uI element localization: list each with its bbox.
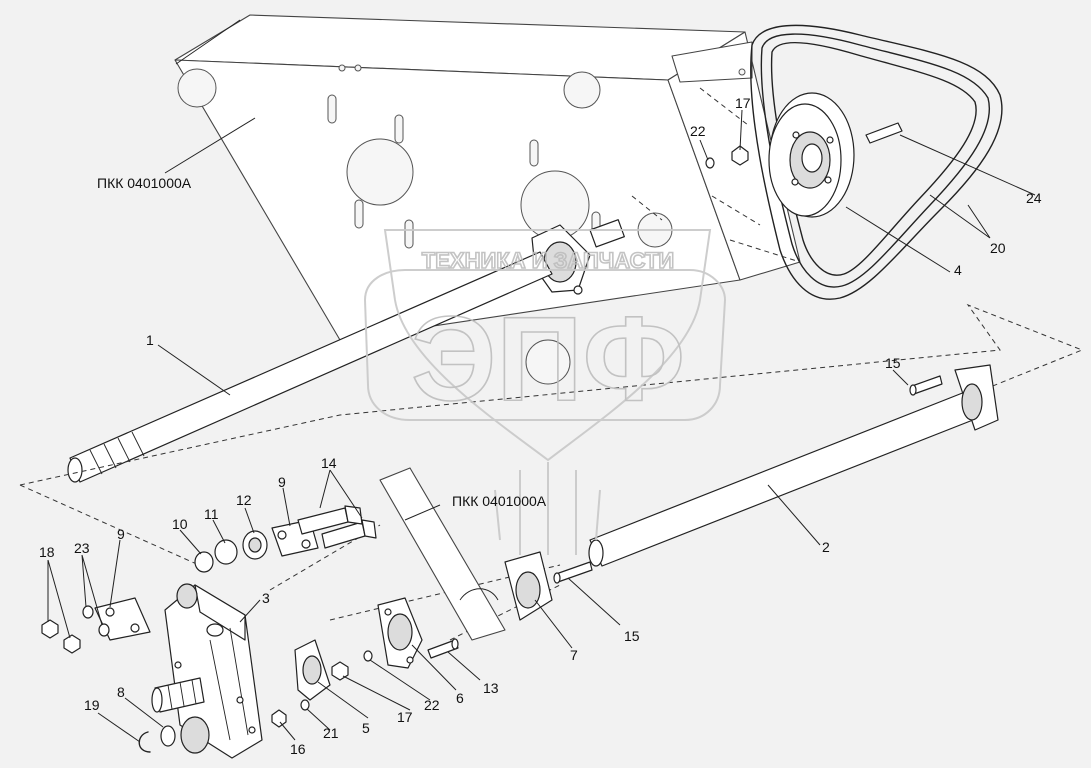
- nuts-18-washers-23: [41, 605, 110, 654]
- callout-11: 11: [204, 506, 219, 522]
- callout-13: 13: [483, 680, 499, 696]
- leader-lines: [47, 109, 1036, 743]
- callout-14: 14: [321, 455, 337, 471]
- callout-9-left: 9: [117, 526, 125, 542]
- retaining-ring-19: [138, 725, 176, 753]
- labels: ПКК 0401000А ПКК 0401000А 1 2 3 4 5 6 7 …: [39, 95, 1042, 757]
- callout-3: 3: [262, 590, 270, 606]
- assembly-label-frame-bottom: ПКК 0401000А: [452, 493, 547, 509]
- callout-17-top: 17: [735, 95, 751, 111]
- callout-8: 8: [117, 684, 125, 700]
- callout-23: 23: [74, 540, 90, 556]
- bolt-15-left: [553, 561, 593, 584]
- callout-5: 5: [362, 720, 370, 736]
- callout-10: 10: [172, 516, 188, 532]
- callout-6: 6: [456, 690, 464, 706]
- input-shaft-gearbox: [151, 677, 205, 713]
- callout-4: 4: [954, 262, 962, 278]
- callout-17-bottom: 17: [397, 709, 413, 725]
- callout-21: 21: [323, 725, 339, 741]
- callout-19: 19: [84, 697, 100, 713]
- callout-16: 16: [290, 741, 306, 757]
- gearbox-3: [164, 583, 263, 759]
- bushings-10-11-12: [194, 530, 268, 573]
- callout-18: 18: [39, 544, 55, 560]
- callout-24: 24: [1026, 190, 1042, 206]
- flange-7: [504, 551, 553, 621]
- bearing-6: [377, 597, 423, 669]
- bolt-13: [427, 638, 459, 659]
- frame-brace: [379, 467, 506, 641]
- small-nuts-washers: [271, 650, 373, 728]
- bolt-15-right: [909, 375, 943, 396]
- callout-2: 2: [822, 539, 830, 555]
- watermark-tagline: ТЕХНИКА И ЗАПЧАСТИ: [422, 248, 674, 273]
- v-belts-20: [750, 24, 1003, 300]
- callout-22-top: 22: [690, 123, 706, 139]
- shaft-1: [67, 251, 553, 483]
- callout-15-right: 15: [885, 355, 901, 371]
- watermark: ТЕХНИКА И ЗАПЧАСТИ ЭПФ: [363, 229, 727, 555]
- callout-7: 7: [570, 647, 578, 663]
- callout-20: 20: [990, 240, 1006, 256]
- key-24: [865, 122, 903, 144]
- callout-12: 12: [236, 492, 252, 508]
- watermark-brand: ЭПФ: [411, 292, 685, 426]
- callout-15-left: 15: [624, 628, 640, 644]
- pulley-4: [768, 92, 855, 218]
- callout-1: 1: [146, 332, 154, 348]
- callout-9-right: 9: [278, 474, 286, 490]
- bearing-5: [294, 639, 331, 701]
- assembly-label-frame-top: ПКК 0401000А: [97, 175, 192, 191]
- shaft-2: [588, 364, 999, 567]
- bolts-14: [297, 505, 377, 549]
- callout-22-bottom: 22: [424, 697, 440, 713]
- washer-22-top: [705, 157, 715, 169]
